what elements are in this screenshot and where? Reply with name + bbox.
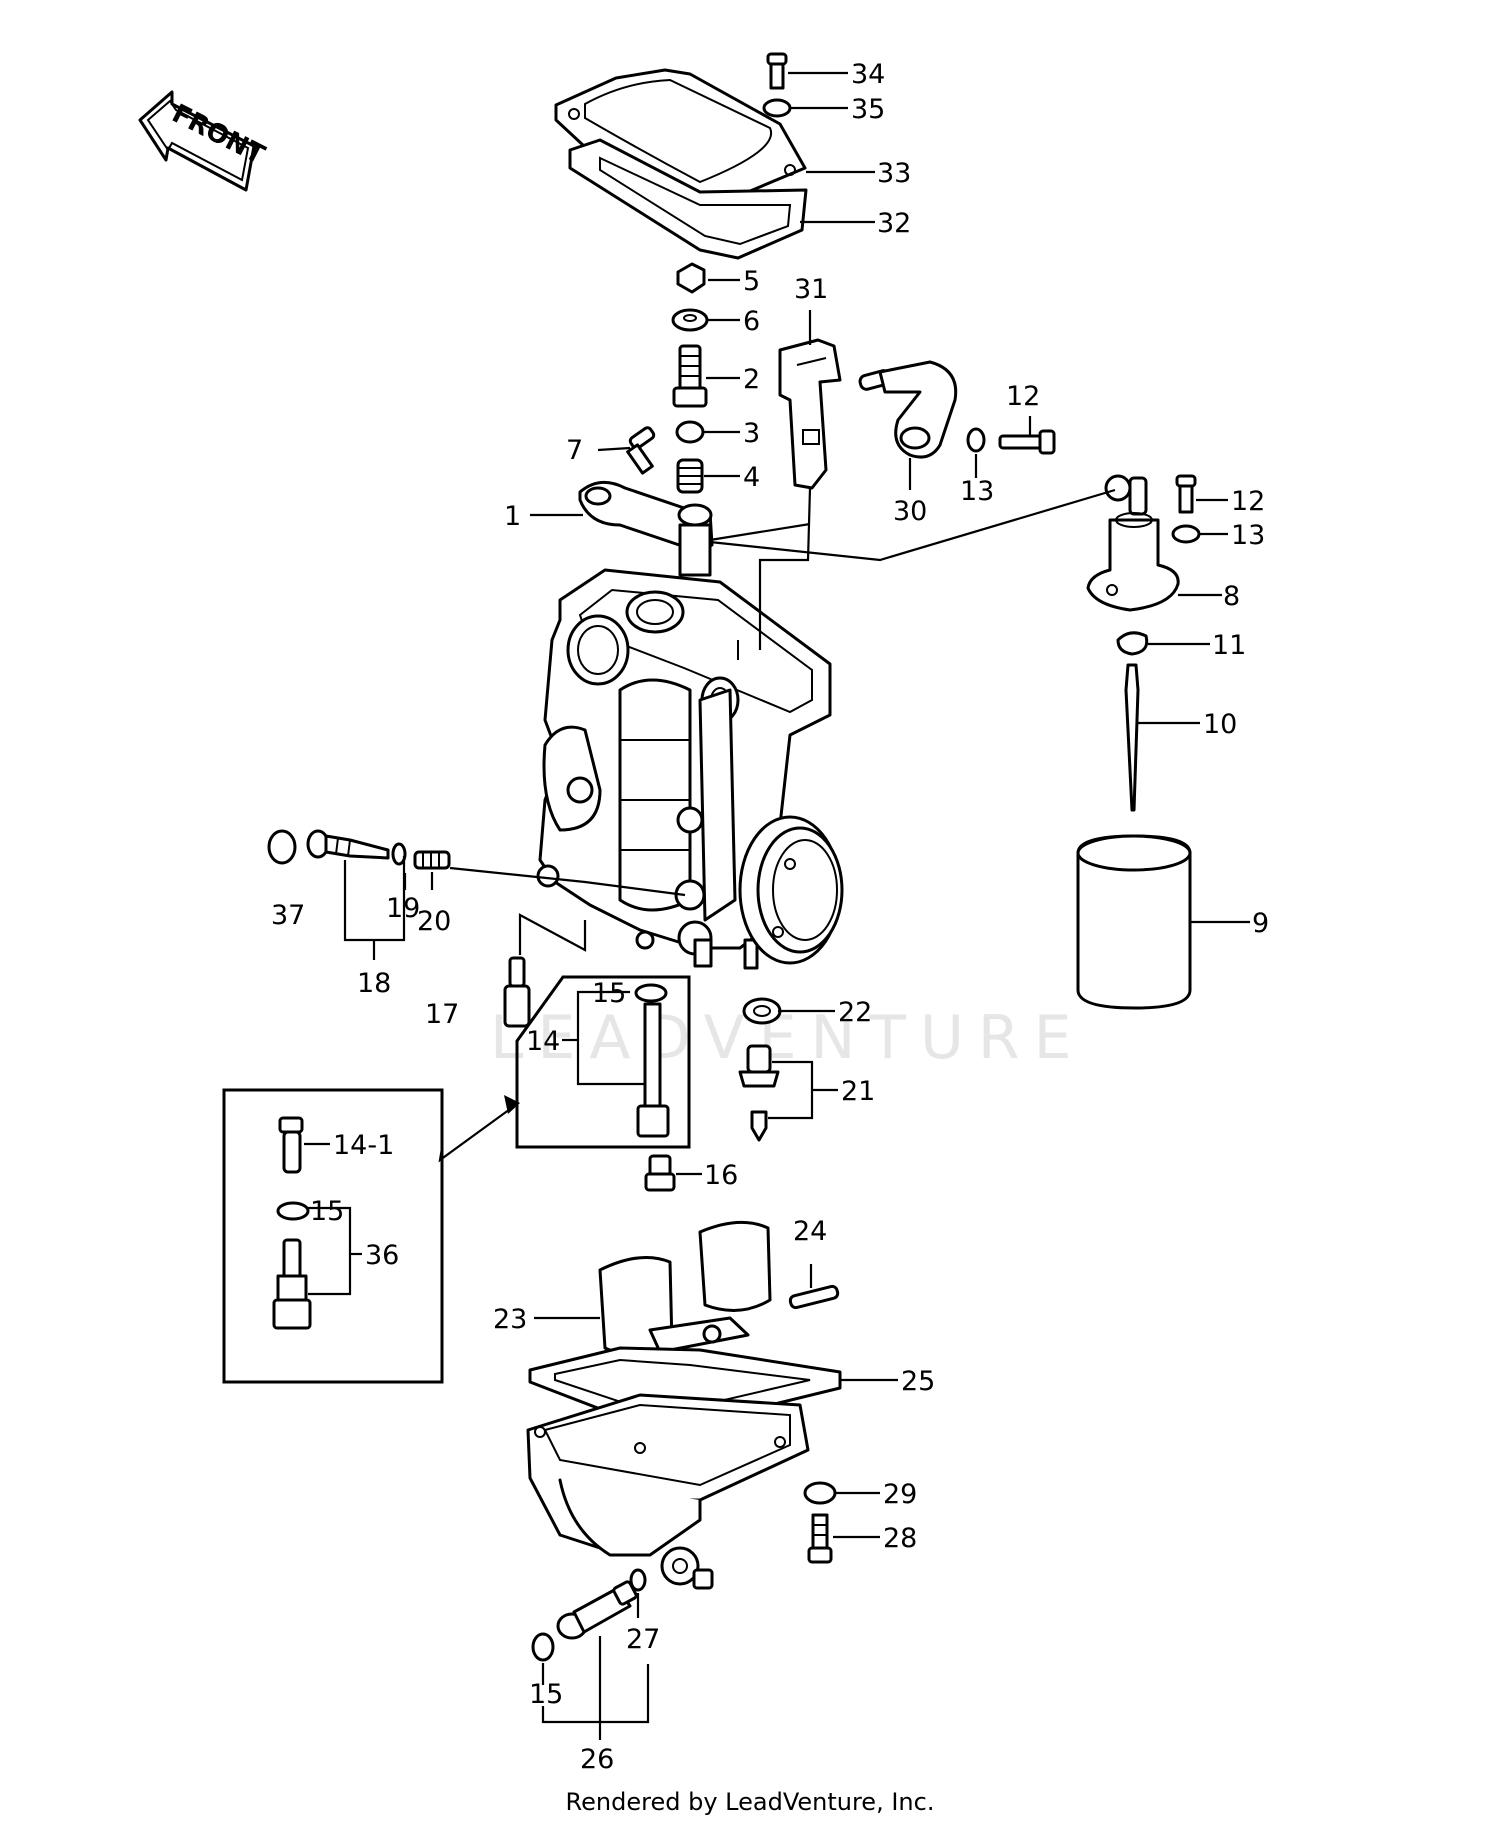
callout-29: 29 [883, 1479, 917, 1510]
part-15c-washer [531, 1632, 555, 1662]
part-15a-oring [276, 1201, 310, 1221]
callout-6: 6 [743, 306, 760, 337]
part-6-washer [671, 308, 709, 332]
part-5-nut [676, 262, 706, 294]
callout-36: 36 [365, 1240, 399, 1271]
part-24-pin [788, 1284, 840, 1310]
inset-box [222, 1088, 444, 1384]
callout-19: 19 [386, 893, 420, 924]
callout-22: 22 [838, 997, 872, 1028]
part-17-pilot-jet [503, 956, 531, 1028]
part-4-spring [676, 458, 704, 494]
inset-arrowhead [504, 1095, 520, 1114]
part-35-washer [762, 98, 792, 118]
callout-13b: 13 [1231, 520, 1265, 551]
callout-16: 16 [704, 1160, 738, 1191]
part-7-screw [626, 426, 656, 475]
carburetor-outlet-bore [738, 815, 844, 965]
callout-10: 10 [1203, 709, 1237, 740]
part-37-cap [267, 829, 297, 865]
part-2-adjuster [672, 344, 708, 408]
callout-24: 24 [793, 1216, 827, 1247]
callout-4: 4 [743, 462, 760, 493]
callout-17: 17 [425, 999, 459, 1030]
callout-32: 32 [877, 208, 911, 239]
callout-5: 5 [743, 266, 760, 297]
part-36-jet-assembly [272, 1238, 312, 1330]
callout-7: 7 [566, 435, 583, 466]
callout-18: 18 [357, 968, 391, 999]
callout-23: 23 [493, 1304, 527, 1335]
callout-14-1: 14-1 [333, 1130, 394, 1161]
callout-3: 3 [743, 418, 760, 449]
part-19-washer [391, 842, 407, 866]
part-20-spring [413, 850, 451, 870]
part-12a-screw [998, 429, 1056, 455]
part-32-gasket [568, 138, 808, 260]
callout-26: 26 [580, 1744, 614, 1775]
callout-27: 27 [626, 1624, 660, 1655]
part-14-1-jet [278, 1116, 304, 1174]
part-27-washer [629, 1568, 647, 1592]
callout-9: 9 [1252, 908, 1269, 939]
part-16-jet [644, 1154, 676, 1192]
part-30-arm [858, 360, 958, 459]
callout-12b: 12 [1231, 486, 1265, 517]
part-11-clip [1116, 631, 1149, 656]
part-28-screw [807, 1513, 833, 1564]
part-10-jet-needle [1124, 663, 1140, 812]
part-21-needle-seat [738, 1044, 780, 1142]
callout-12a: 12 [1006, 381, 1040, 412]
callout-30: 30 [893, 496, 927, 527]
callout-21: 21 [841, 1076, 875, 1107]
part-13a-washer [966, 427, 986, 453]
callout-31: 31 [794, 274, 828, 305]
part-31-bracket [778, 338, 842, 490]
callout-34: 34 [851, 59, 885, 90]
float-bowl [526, 1393, 810, 1590]
part-3-cap [675, 420, 705, 444]
part-23-float [598, 1220, 772, 1358]
part-33-top-cover [554, 68, 807, 214]
callout-labels: 34 35 33 32 5 6 31 2 12 3 7 4 13 30 12 1… [271, 59, 1269, 1775]
part-14-main-jet [636, 1002, 670, 1138]
callout-2: 2 [743, 364, 760, 395]
leader-lines [304, 71, 1250, 1740]
part-22-washer [742, 997, 782, 1025]
callout-14: 14 [526, 1026, 560, 1057]
footer-credit: Rendered by LeadVenture, Inc. [565, 1788, 935, 1816]
part-1-throttle-lever [578, 480, 714, 577]
callout-20: 20 [417, 906, 451, 937]
callout-13a: 13 [960, 476, 994, 507]
callout-8: 8 [1223, 581, 1240, 612]
part-14-box [515, 975, 691, 1149]
part-12b-screw [1175, 474, 1197, 514]
part-9-throttle-slide [1076, 834, 1192, 1010]
callout-15a: 15 [310, 1196, 344, 1227]
part-29-washer [803, 1481, 837, 1505]
front-direction-arrow: FRONT [138, 90, 269, 192]
callout-28: 28 [883, 1523, 917, 1554]
callout-15b: 15 [592, 978, 626, 1009]
part-15b-oring [634, 983, 668, 1003]
part-8-needle-holder [1086, 474, 1180, 612]
part-13b-washer [1171, 524, 1201, 544]
part-34-screw [766, 52, 788, 90]
callout-37: 37 [271, 900, 305, 931]
callout-1: 1 [504, 501, 521, 532]
part-18-air-screw [306, 829, 390, 860]
callout-25: 25 [901, 1366, 935, 1397]
callout-33: 33 [877, 158, 911, 189]
callout-35: 35 [851, 94, 885, 125]
callout-11: 11 [1212, 630, 1246, 661]
callout-15c: 15 [529, 1679, 563, 1710]
